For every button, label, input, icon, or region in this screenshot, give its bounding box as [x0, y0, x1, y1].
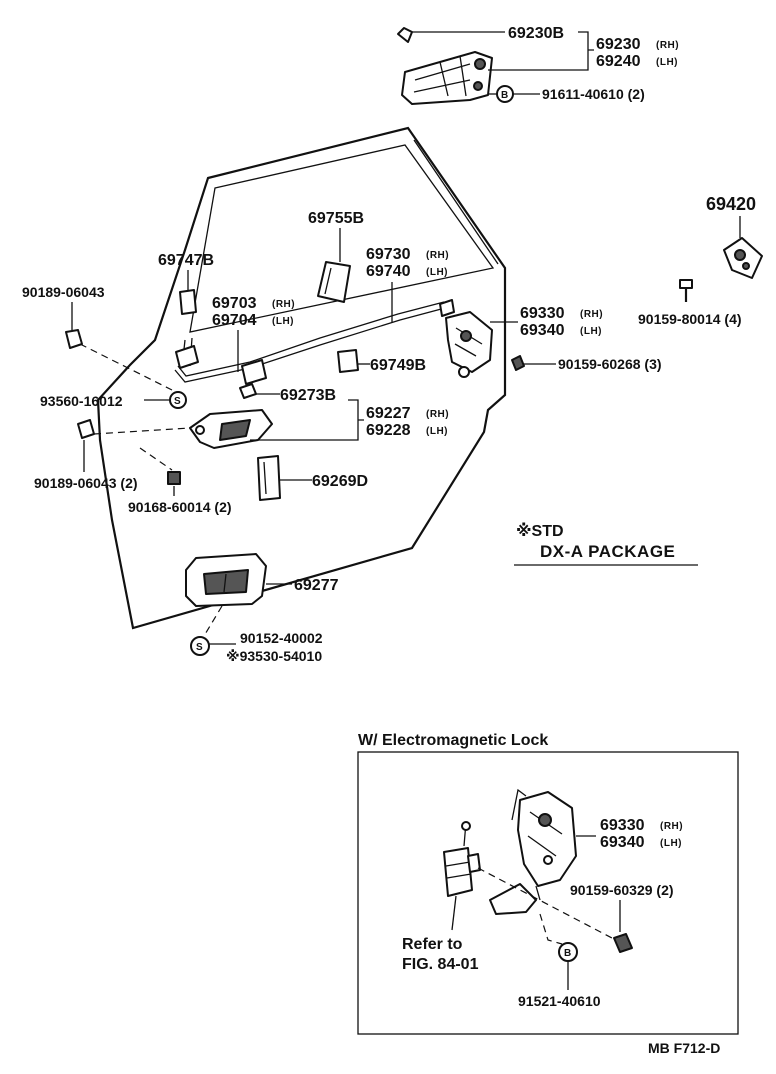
suffix-lh-69340-inset: (LH)	[660, 838, 682, 849]
suffix-rh-69330-inset: (RH)	[660, 821, 683, 832]
b-mark-text-2: B	[564, 948, 572, 959]
part-label-69420: 69420	[706, 194, 756, 214]
suffix-lh-69704: (LH)	[272, 316, 294, 327]
part-label-91521-40610: 91521-40610	[518, 993, 601, 1009]
part-label-69269d: 69269D	[312, 473, 368, 490]
clip-90189-top	[65, 329, 83, 349]
screw-90168-60014	[167, 471, 181, 485]
s-mark-text: S	[174, 396, 181, 407]
b-mark-text: B	[501, 90, 509, 101]
suffix-rh-69227: (RH)	[426, 409, 449, 420]
part-label-90159-60329: 90159-60329 (2)	[570, 882, 674, 898]
s-mark-text-2: S	[196, 642, 203, 653]
s-symbol-90152	[190, 636, 210, 656]
part-label-69703: 69703	[212, 295, 257, 312]
part-label-69330-top: 69330	[520, 305, 565, 322]
part-label-69277: 69277	[294, 577, 339, 594]
part-label-69340-top: 69340	[520, 322, 565, 339]
part-label-69755b: 69755B	[308, 210, 364, 227]
inside-handle-69227	[189, 409, 273, 449]
suffix-lh-69228: (LH)	[426, 426, 448, 437]
inset-title: W/ Electromagnetic Lock	[358, 732, 548, 749]
s-symbol-93560	[169, 391, 187, 409]
screw-90159-60268	[511, 355, 525, 371]
door-lock-assembly-inset	[489, 788, 577, 915]
refer-figure-label: FIG. 84-01	[402, 956, 479, 973]
part-label-90152-40002: 90152-40002	[240, 630, 323, 646]
suffix-rh-69330-top: (RH)	[580, 309, 603, 320]
striker-69420	[723, 237, 763, 279]
suffix-lh-69340-top: (LH)	[580, 326, 602, 337]
suffix-lh-69740: (LH)	[426, 267, 448, 278]
part-label-90168-60014: 90168-60014 (2)	[128, 499, 232, 515]
part-label-69227: 69227	[366, 405, 411, 422]
suffix-lh-69240: (LH)	[656, 57, 678, 68]
part-label-69240: 69240	[596, 53, 641, 70]
part-label-69730: 69730	[366, 246, 411, 263]
part-label-91611-40610: 91611-40610 (2)	[542, 86, 645, 102]
part-label-90159-80014: 90159-80014 (4)	[638, 311, 742, 327]
package-title: DX-A PACKAGE	[540, 542, 675, 561]
part-label-90189-06043-bottom: 90189-06043 (2)	[34, 475, 138, 491]
part-label-69228: 69228	[366, 422, 411, 439]
part-label-69330-inset: 69330	[600, 817, 645, 834]
part-label-69740: 69740	[366, 263, 411, 280]
inset-frame	[357, 751, 739, 1035]
part-label-69340-inset: 69340	[600, 834, 645, 851]
part-label-90159-60268: 90159-60268 (3)	[558, 356, 662, 372]
rod-clip-69747b	[179, 289, 197, 315]
screw-90159-60329	[613, 933, 633, 953]
std-note: ※STD	[516, 522, 564, 540]
lock-rods-69730-69703	[174, 301, 446, 385]
part-label-93530-54010: ※93530-54010	[226, 648, 322, 664]
refer-to-label: Refer to	[402, 936, 463, 953]
part-label-90189-06043-top: 90189-06043	[22, 284, 105, 300]
part-label-69747b: 69747B	[158, 252, 214, 269]
part-label-69749b: 69749B	[370, 357, 426, 374]
suffix-rh-69730: (RH)	[426, 250, 449, 261]
suffix-rh-69703: (RH)	[272, 299, 295, 310]
cushion-69755b	[317, 261, 351, 303]
pad-69269d	[257, 455, 281, 501]
part-label-69230: 69230	[596, 36, 641, 53]
clip-69749b	[337, 349, 359, 373]
clip-69230B	[397, 27, 413, 43]
part-label-93560-16012: 93560-16012	[40, 393, 123, 409]
part-label-69230b: 69230B	[508, 25, 564, 42]
handle-bezel-69277	[185, 553, 267, 607]
door-lock-assembly-top	[439, 299, 493, 378]
outside-handle-69230	[401, 51, 493, 105]
part-label-69704: 69704	[212, 312, 257, 329]
bushing-69273b	[239, 383, 257, 399]
clip-90189-bottom	[77, 419, 95, 439]
figure-code: MB F712-D	[648, 1040, 720, 1056]
actuator-motor	[443, 821, 481, 897]
part-label-69273b: 69273B	[280, 387, 336, 404]
suffix-rh-69230: (RH)	[656, 40, 679, 51]
door-panel-outline	[96, 126, 507, 630]
screw-90159-80014	[679, 279, 693, 302]
